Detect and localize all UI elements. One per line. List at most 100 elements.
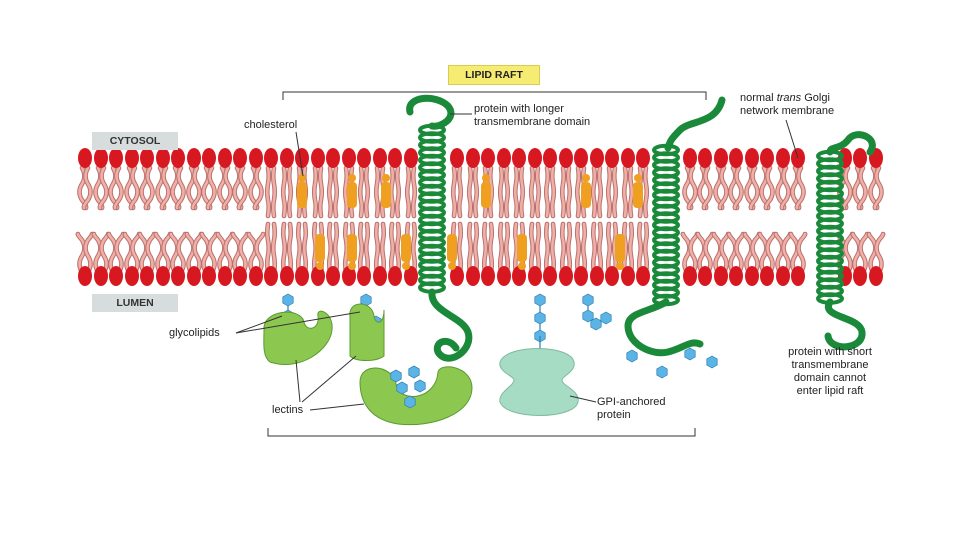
lipid-tail [271,222,277,274]
lipid-tail [265,222,271,274]
lectins-leader-3 [309,403,365,411]
lipid-tail [637,222,643,274]
lipid-head [94,148,108,168]
lipid-head [574,148,588,168]
lipid-head [621,266,635,286]
lipid-tail [780,166,790,210]
lipid-head [590,266,604,286]
short-protein-label: protein with short transmembrane domain … [770,346,890,398]
cholesterol-head [448,262,456,270]
lipid-head [497,266,511,286]
lipid-tail [253,166,263,210]
lipid-tail [281,166,287,218]
lipid-tail [718,166,728,210]
lipid-tail [842,166,852,210]
lipid-tail [389,222,395,274]
lipid-head [218,148,232,168]
lipid-tail [451,166,457,218]
long-protein-helix [418,123,446,294]
lipid-head [760,148,774,168]
lipid-head [745,266,759,286]
lipid-head [729,148,743,168]
protein-sugar-icon [684,347,696,361]
lipid-head [78,148,92,168]
lipid-head [357,148,371,168]
lipid-tail [612,222,618,274]
lipid-head [481,266,495,286]
gpi-protein-label: GPI-anchored protein [597,396,665,422]
trans-italic-text: trans [776,92,802,104]
lipid-tail [333,166,339,218]
lipid-tail [457,222,463,274]
lectin-3 [359,366,473,426]
lipid-tail [488,166,494,218]
long-protein-tail [428,288,473,362]
cholesterol-ring [401,234,411,262]
gpi-label-line-2: protein [597,409,631,421]
protein-sugar-icon [656,365,668,379]
raft-bracket-top [282,91,707,100]
gpi-anchored-protein [499,348,579,416]
lipid-tail [239,232,249,274]
lipid-tail [643,222,649,274]
cholesterol-head [348,262,356,270]
lipid-head [218,266,232,286]
lipid-head [512,148,526,168]
lipid-tail [873,166,883,210]
cholesterol-head [316,262,324,270]
lipid-head [621,148,635,168]
lipid-head [94,266,108,286]
glycolipid-sugar-icon [534,293,546,307]
lipid-head [264,148,278,168]
lipid-head [683,148,697,168]
lipid-head [466,266,480,286]
lipid-head [156,148,170,168]
lipid-tail [160,166,170,210]
lipid-head [280,148,294,168]
gpi-label-line-1: GPI-anchored [597,396,666,408]
lipid-head [140,148,154,168]
label-leader-lines [235,91,799,437]
lipid-tail [333,222,339,274]
lipid-tail [395,222,401,274]
lipid-tail [222,166,232,210]
cholesterol-head [634,174,642,182]
lipid-tail [622,222,628,274]
short-protein-top [826,131,876,156]
lipid-tail [544,222,550,274]
cholesterol-molecules [297,174,643,270]
cholesterol-head [382,174,390,182]
lipid-tail [749,166,759,210]
lipid-tail [591,222,597,274]
cholesterol-head [482,174,490,182]
lipid-tail [281,222,287,274]
lipid-head [311,266,325,286]
raft-bracket-bottom [267,428,696,437]
lipid-head [450,148,464,168]
short-protein-helix [816,149,844,305]
lipid-head [605,148,619,168]
lipid-tail [575,222,581,274]
cholesterol-ring [581,182,591,208]
lectin-bound-sugar-icon [408,365,420,379]
lipid-tail [389,166,395,218]
lipid-tail [255,232,265,274]
lipid-head [404,266,418,286]
lipid-tail [488,222,494,274]
lipid-head [404,148,418,168]
lipid-tail [764,166,774,210]
normal-golgi-label-line-1: normal trans Golgi [740,92,834,105]
cholesterol-ring [517,234,527,262]
lipid-head [78,266,92,286]
long-protein-label: protein with longer transmembrane domain [474,103,590,129]
lipid-tail [343,166,349,218]
lipid-tail [702,166,712,210]
cholesterol-ring [615,234,625,262]
lipid-head [388,266,402,286]
lipid-tail [327,222,333,274]
lipid-tail [312,166,318,218]
lipid-tail [560,222,566,274]
lipid-tail [395,166,401,218]
lipid-tail [504,222,510,274]
